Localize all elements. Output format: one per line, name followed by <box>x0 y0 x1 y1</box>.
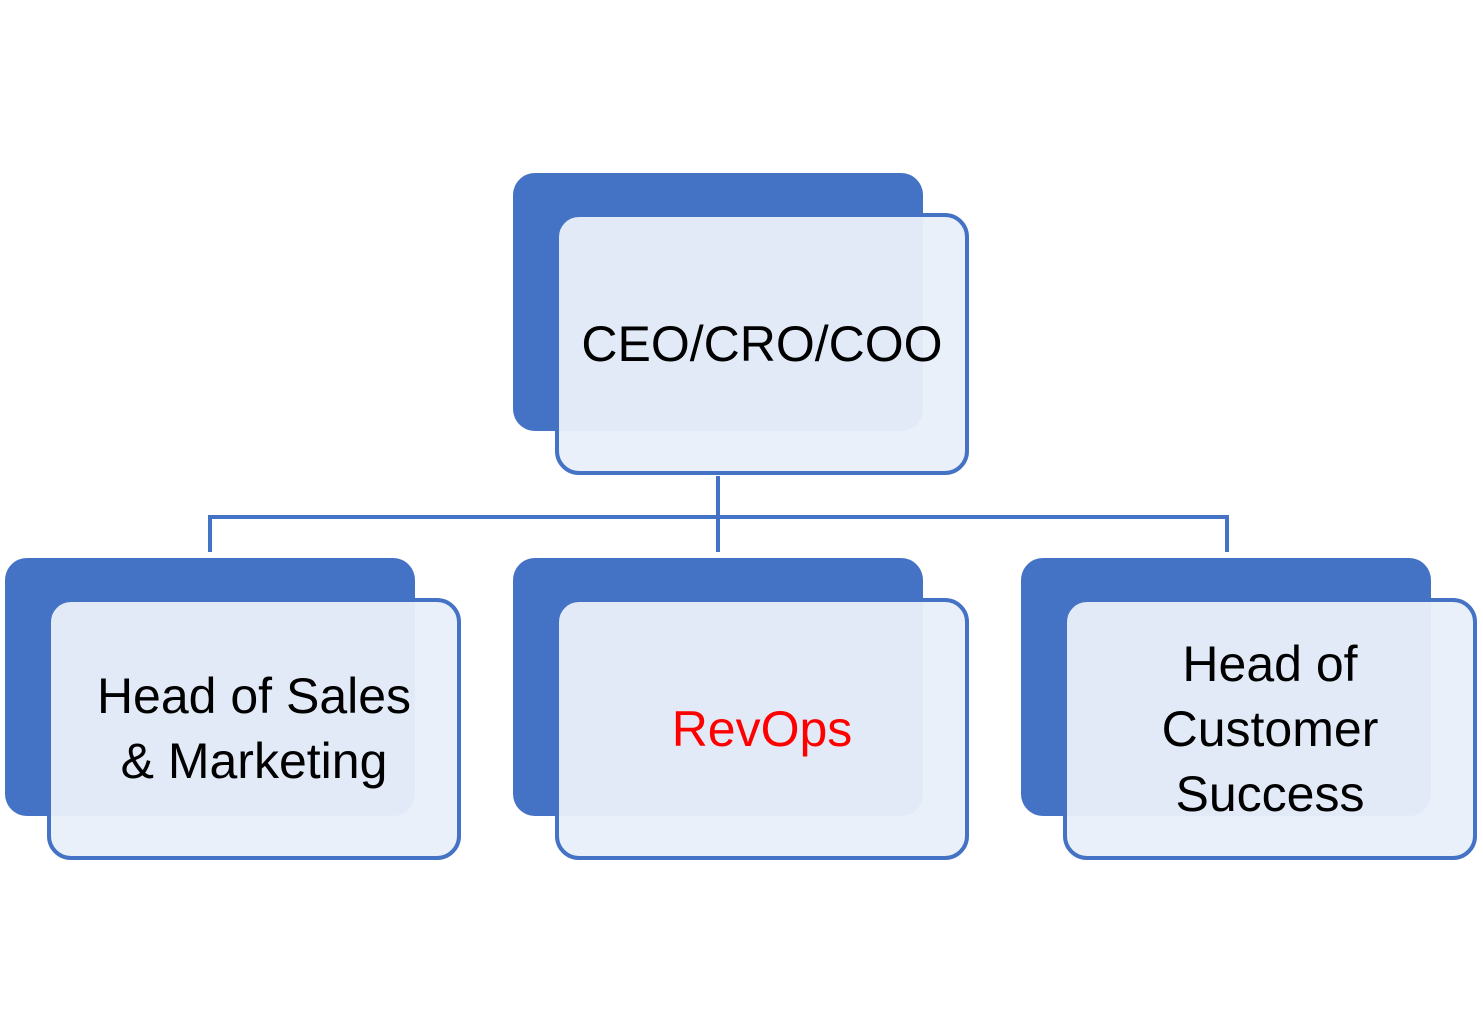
node-label-head-of-customer-success: Head of Customer Success <box>1161 635 1379 822</box>
node-label-ceo-cro-coo: CEO/CRO/COO <box>581 315 943 372</box>
node-card: RevOps <box>555 598 969 860</box>
node-card: Head of Customer Success <box>1063 598 1477 860</box>
node-label-revops: RevOps <box>671 700 853 757</box>
node-revops: RevOps <box>513 558 983 868</box>
node-head-of-sales-marketing: Head of Sales & Marketing <box>5 558 475 868</box>
node-label-head-of-sales-marketing: Head of Sales & Marketing <box>96 668 412 789</box>
node-head-of-customer-success: Head of Customer Success <box>1021 558 1483 868</box>
node-ceo-cro-coo: CEO/CRO/COO <box>513 173 983 483</box>
node-card: Head of Sales & Marketing <box>47 598 461 860</box>
node-card: CEO/CRO/COO <box>555 213 969 475</box>
